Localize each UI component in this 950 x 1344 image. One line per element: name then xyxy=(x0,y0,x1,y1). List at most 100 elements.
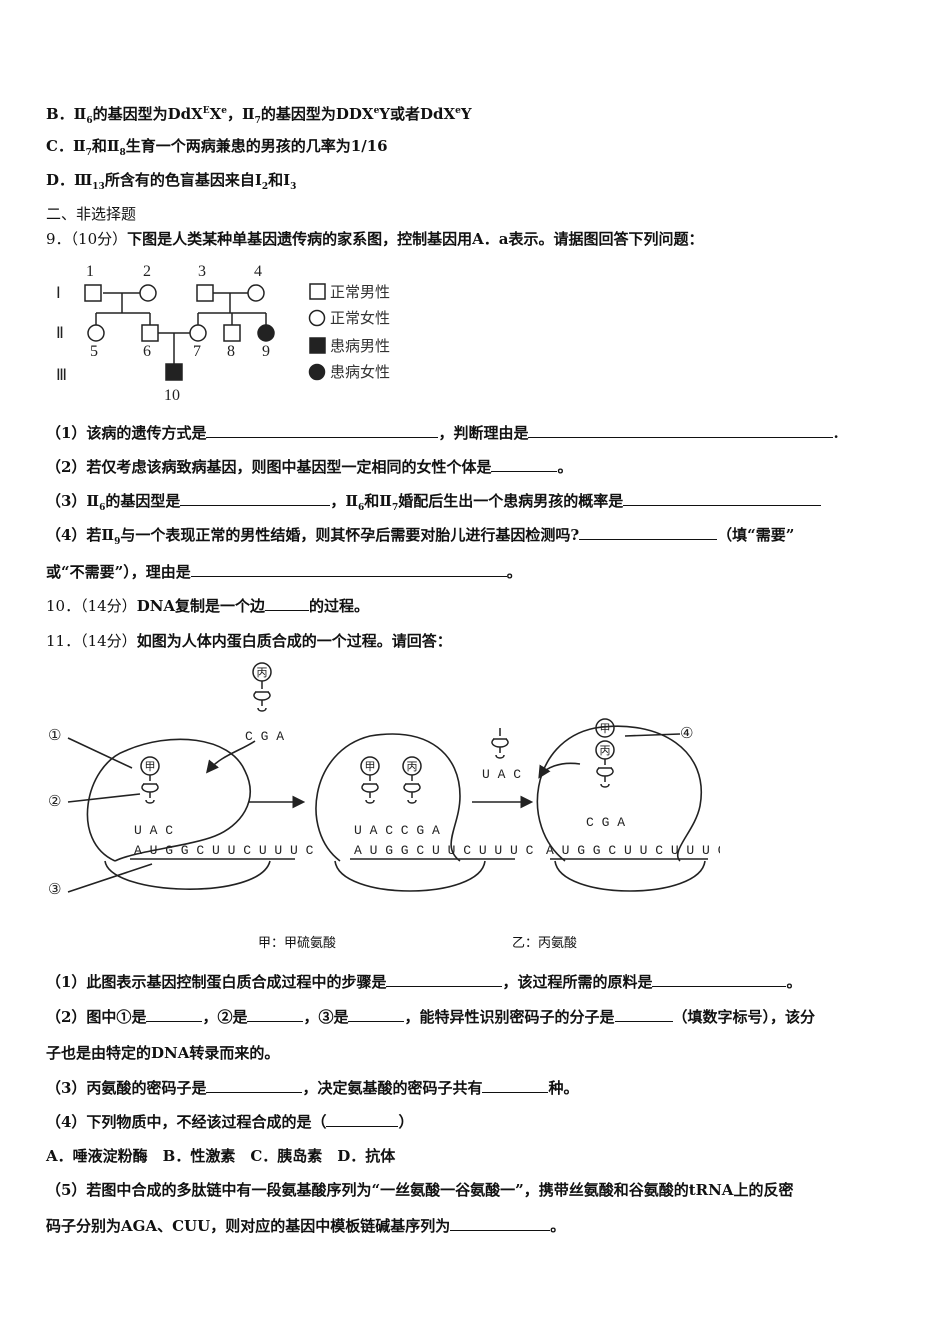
legend-normal-female: 正常女性 xyxy=(330,309,390,327)
ind-4-normal-female xyxy=(247,284,265,302)
trna-entry-arrow-2 xyxy=(538,762,581,779)
q11-part3: （3）丙氨酸的密码子是，决定氨基酸的密码子共有种。 xyxy=(46,1078,579,1097)
caption-yi: 乙：丙氨酸 xyxy=(512,936,578,951)
ind-4-number: 4 xyxy=(254,263,262,280)
legend-affected-female-symbol xyxy=(308,363,326,381)
ind-10-number: 10 xyxy=(164,387,180,404)
section-heading: 二、非选择题 xyxy=(46,205,137,223)
answer-blank[interactable] xyxy=(146,1007,203,1022)
label-3-pointer xyxy=(67,863,153,893)
trna-entry-arrow-1 xyxy=(205,740,256,774)
gen-3-label: Ⅲ xyxy=(56,367,67,384)
answer-blank[interactable] xyxy=(190,562,507,577)
q11-part1: （1）此图表示基因控制蛋白质合成过程中的步骤是，该过程所需的原料是。 xyxy=(46,972,802,991)
ind-9-number: 9 xyxy=(262,343,270,360)
ribosome-1-small-subunit xyxy=(104,860,271,890)
question-11: 11．（14分）如图为人体内蛋白质合成的一个过程。请回答： xyxy=(46,632,452,650)
ind-5-normal-female xyxy=(87,324,105,342)
ind-1-normal-male xyxy=(84,284,102,302)
q11-options: A．唾液淀粉酶 B．性激素 C．胰岛素 D．抗体 xyxy=(46,1147,396,1165)
gen-1-label: Ⅰ xyxy=(56,285,61,302)
ind-9-affected-female xyxy=(257,324,275,342)
answer-blank[interactable] xyxy=(247,1007,304,1022)
mrna-sequence-3: A U G G C U U C U U U C xyxy=(546,843,720,858)
label-2: ② xyxy=(48,792,61,810)
ind-2-number: 2 xyxy=(143,263,151,280)
answer-blank[interactable] xyxy=(450,1216,551,1231)
q11-part5-cont: 码子分别为AGA、CUU，则对应的基因中模板链碱基序列为。 xyxy=(46,1216,566,1235)
gen-2-label: Ⅱ xyxy=(56,325,64,342)
anticodon-cga: C G A xyxy=(245,729,284,744)
q9-part3: （3）Ⅱ6的基因型是，Ⅱ6和Ⅱ7婚配后生出一个患病男孩的概率是 xyxy=(46,491,822,518)
q9-part4: （4）若Ⅱ9与一个表现正常的男性结婚，则其怀孕后需要对胎儿进行基因检测吗?（填“… xyxy=(46,525,795,547)
trna-leaving xyxy=(491,728,509,759)
legend-affected-male: 患病男性 xyxy=(330,337,390,355)
answer-blank[interactable] xyxy=(491,457,558,472)
q11-part4: （4）下列物质中，不经该过程合成的是（） xyxy=(46,1112,414,1131)
answer-blank[interactable] xyxy=(180,491,331,506)
ind-3-normal-male xyxy=(196,284,214,302)
legend-normal-female-symbol xyxy=(308,309,326,327)
answer-blank[interactable] xyxy=(206,423,439,438)
ind-2-normal-female xyxy=(139,284,157,302)
q11-part2: （2）图中①是，②是，③是，能特异性识别密码子的分子是（填数字标号），该分 xyxy=(46,1007,816,1026)
ind-6-number: 6 xyxy=(143,343,151,360)
trna-bing-incoming xyxy=(252,662,272,712)
label-2-pointer xyxy=(67,793,141,803)
answer-blank[interactable] xyxy=(206,1078,303,1093)
answer-blank[interactable] xyxy=(265,596,310,611)
ind-3-number: 3 xyxy=(198,263,206,280)
trna-bing-ribosome-2 xyxy=(402,756,422,804)
ribosome-3 xyxy=(536,725,703,862)
choice-d: D．Ⅲ13所含有的色盲基因来自I2和I3 xyxy=(46,171,297,192)
trna-jia-ribosome-1 xyxy=(140,756,160,804)
ind-10-affected-male xyxy=(165,363,183,381)
anticodon-uac: U A C xyxy=(134,823,173,838)
answer-blank[interactable] xyxy=(652,972,787,987)
ribosome-2 xyxy=(315,733,461,862)
anticodon-uac-released: U A C xyxy=(482,767,521,782)
legend-normal-male: 正常男性 xyxy=(330,283,390,301)
ind-1-number: 1 xyxy=(86,263,94,280)
mrna-sequence-2: A U G G C U U C U U U C xyxy=(354,843,534,858)
label-3: ③ xyxy=(48,880,61,898)
bing-label: 丙 xyxy=(600,744,611,757)
ind-5-number: 5 xyxy=(90,343,98,360)
answer-blank[interactable] xyxy=(348,1007,405,1022)
label-1: ① xyxy=(48,726,61,744)
bing-label: 丙 xyxy=(407,760,418,773)
mrna-sequence-1: A U G G C U U C U U U C xyxy=(134,843,314,858)
answer-blank[interactable] xyxy=(614,1007,673,1022)
ind-7-number: 7 xyxy=(193,343,201,360)
pedigree-chart: Ⅰ Ⅱ Ⅲ 1 2 3 4 5 6 7 8 9 10 xyxy=(56,263,390,404)
q9-part4-cont: 或“不需要”），理由是。 xyxy=(46,562,522,581)
answer-blank[interactable] xyxy=(326,1112,399,1127)
q9-part1: （1）该病的遗传方式是，判断理由是. xyxy=(46,423,839,442)
q11-part5: （5）若图中合成的多肽链中有一段氨基酸序列为“一丝氨酸一谷氨酸一”，携带丝氨酸和… xyxy=(46,1181,794,1199)
label-4: ④ xyxy=(680,724,693,742)
label-4-pointer xyxy=(624,733,681,737)
answer-blank[interactable] xyxy=(528,423,834,438)
q11-part2-cont: 子也是由特定的DNA转录而来的。 xyxy=(46,1044,280,1062)
ribosome-1 xyxy=(86,738,251,862)
answer-blank[interactable] xyxy=(386,972,503,987)
ind-6-normal-male xyxy=(141,324,159,342)
label-1-pointer xyxy=(67,737,133,769)
q9-part2: （2）若仅考虑该病致病基因，则图中基因型一定相同的女性个体是。 xyxy=(46,457,573,476)
bing-label: 丙 xyxy=(257,666,268,679)
answer-blank[interactable] xyxy=(623,491,822,506)
ind-7-normal-female xyxy=(189,324,207,342)
jia-label: 甲 xyxy=(365,760,376,773)
answer-blank[interactable] xyxy=(482,1078,549,1093)
ind-8-number: 8 xyxy=(227,343,235,360)
legend-affected-male-symbol xyxy=(309,337,326,354)
jia-label: 甲 xyxy=(145,760,156,773)
question-9: 9．（10分）下图是人类某种单基因遗传病的家系图，控制基因用A．a表示。请据图回… xyxy=(46,230,704,248)
trna-peptide-ribosome-3 xyxy=(595,718,615,788)
question-10: 10．（14分）DNA复制是一个边的过程。 xyxy=(46,596,370,615)
legend-normal-male-symbol xyxy=(309,283,326,300)
answer-blank[interactable] xyxy=(579,525,718,540)
trna-jia-ribosome-2 xyxy=(360,756,380,804)
choice-c: C．Ⅱ7和Ⅱ8生育一个两病兼患的男孩的几率为1/16 xyxy=(46,137,388,158)
legend-affected-female: 患病女性 xyxy=(330,363,390,381)
